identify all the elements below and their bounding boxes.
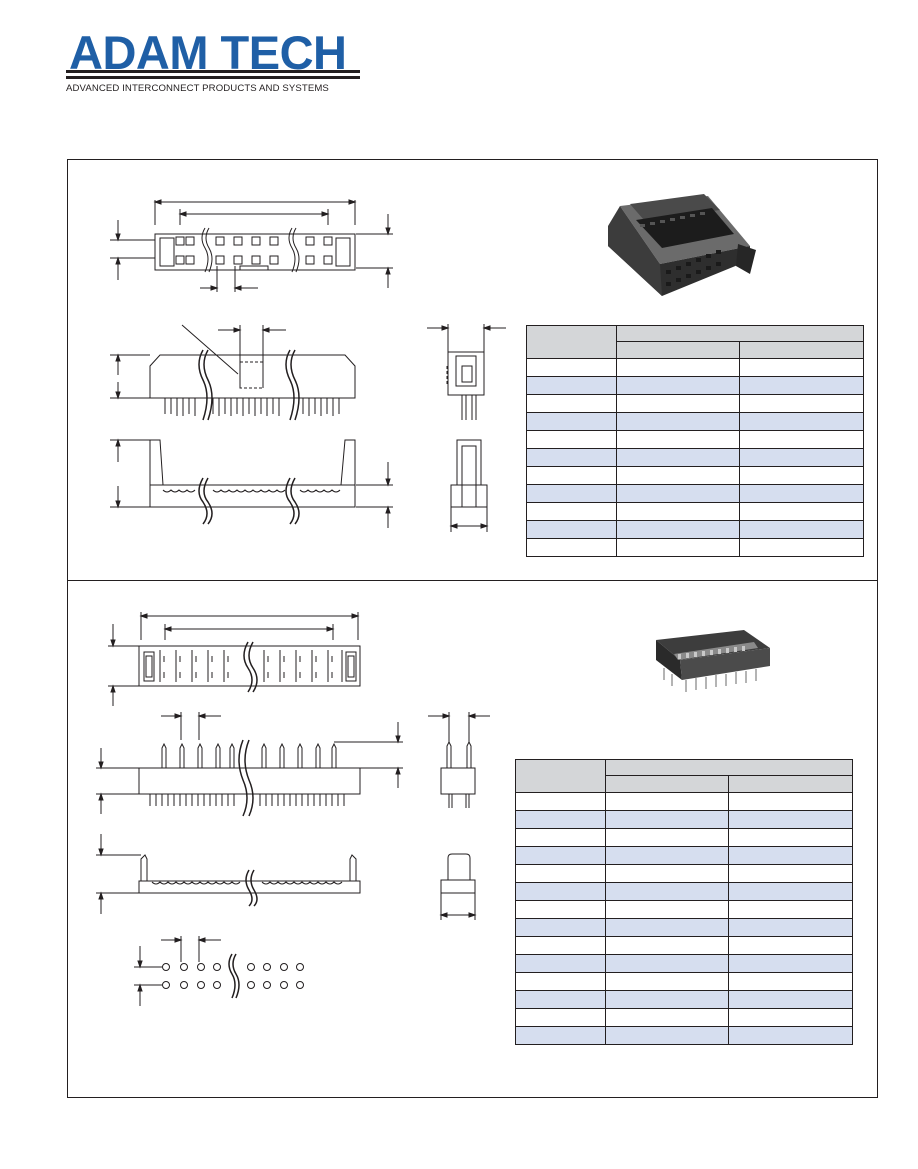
logo-underline xyxy=(66,70,360,73)
idc-socket-connector-photo xyxy=(608,194,756,296)
table-header-cell xyxy=(615,325,865,342)
table-row xyxy=(515,792,853,811)
plug-side-latch-view xyxy=(439,853,477,920)
table-header-row xyxy=(516,775,853,793)
plug-top-view xyxy=(108,612,361,706)
table-row xyxy=(515,900,853,919)
table-row xyxy=(526,412,864,431)
plug-latch-view xyxy=(96,834,361,914)
contact-row-top xyxy=(175,236,333,265)
table-row xyxy=(526,448,864,467)
table-row xyxy=(515,846,853,865)
spec-table-plug xyxy=(515,759,854,1045)
plug-side-view xyxy=(428,712,490,808)
table-row xyxy=(515,864,853,883)
table-row xyxy=(526,466,864,485)
table-header-cell xyxy=(615,341,741,359)
table-header-row xyxy=(527,341,864,359)
brand-tagline: ADVANCED INTERCONNECT PRODUCTS AND SYSTE… xyxy=(66,83,329,94)
plug-contact-slots xyxy=(159,650,343,682)
table-row xyxy=(526,484,864,503)
table-header-row xyxy=(515,759,854,793)
socket-top-view xyxy=(110,199,393,292)
table-row xyxy=(515,1008,853,1027)
socket-latch-view xyxy=(110,438,393,528)
table-header-cell xyxy=(604,775,730,793)
table-row xyxy=(515,954,853,973)
table-header-cell xyxy=(604,759,854,776)
socket-pins xyxy=(164,398,340,416)
table-header-cell xyxy=(526,325,617,359)
table-row xyxy=(526,520,864,539)
table-row xyxy=(515,882,853,901)
table-header-cell xyxy=(515,759,606,793)
table-row xyxy=(526,538,864,557)
plug-upper-pins xyxy=(161,742,337,768)
table-row xyxy=(526,394,864,413)
plug-front-view xyxy=(96,712,403,817)
spec-table-socket xyxy=(526,325,865,557)
table-row xyxy=(526,502,864,521)
table-row xyxy=(526,358,864,377)
socket-side-latch-view xyxy=(449,439,489,532)
table-header-cell xyxy=(739,341,864,359)
table-row xyxy=(526,430,864,449)
table-row xyxy=(515,828,853,847)
drawing-frame xyxy=(67,159,878,1098)
table-header-row xyxy=(526,325,865,359)
dip-plug-connector-photo xyxy=(656,630,770,692)
brand-name: ADAM TECH xyxy=(69,26,347,79)
socket-side-view xyxy=(427,324,506,420)
brand-logo: ADAM TECH xyxy=(66,28,366,98)
table-row xyxy=(515,1026,853,1045)
table-row xyxy=(515,918,853,937)
section-divider xyxy=(68,580,877,581)
table-row xyxy=(515,810,853,829)
table-header-cell xyxy=(728,775,853,793)
socket-front-view xyxy=(110,324,356,421)
pcb-hole-layout xyxy=(134,936,304,1006)
table-row xyxy=(515,972,853,991)
table-row xyxy=(515,990,853,1009)
logo-underline-lower xyxy=(66,76,360,79)
table-row xyxy=(526,376,864,395)
table-row xyxy=(515,936,853,955)
